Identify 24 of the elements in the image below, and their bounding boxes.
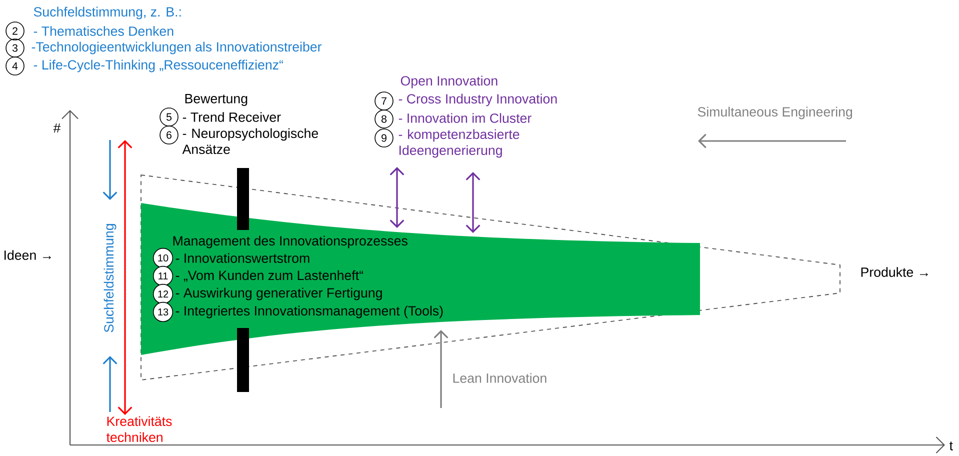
list-item: - kompetenzbasierte Ideengenerierung xyxy=(398,129,520,158)
list-item: -Technologieentwicklungen als Innovationstreiber xyxy=(32,42,322,54)
arrow-label: Simultaneous Engineering xyxy=(698,106,852,120)
input-label: Ideen → xyxy=(4,250,51,260)
heading-text: Bewertung xyxy=(185,94,248,106)
arrow-label: Suchfeldstimmung xyxy=(104,224,116,332)
list-item: - „Vom Kunden zum Lastenheft“ xyxy=(176,270,364,282)
axis-label: # xyxy=(53,123,61,133)
list-item: - Trend Receiver xyxy=(182,112,281,122)
list-item: - Auswirkung generativer Fertigung xyxy=(176,288,382,300)
list-item: - Neuropsychologische Ansätze xyxy=(182,128,318,154)
list-item: - Thematisches Denken xyxy=(34,26,174,36)
heading-text: Suchfeldstimmung, z. B.: xyxy=(34,6,181,20)
list-item: - Integriertes Innovationsmanagement (Tools) xyxy=(176,306,443,318)
list-item: - Innovation im Cluster xyxy=(398,113,532,123)
output-label: Produkte → xyxy=(861,267,928,277)
list-item: - Cross Industry Innovation xyxy=(398,94,557,106)
axis-label: t xyxy=(949,442,953,450)
list-item: - Life-Cycle-Thinking „Ressouceneffizienz“ xyxy=(34,60,283,72)
list-item: - Innovationswertstrom xyxy=(176,253,310,263)
heading-text: Management des Innovationsprozesses xyxy=(173,236,408,248)
heading-text: Open Innovation xyxy=(400,76,498,88)
arrow-label: Lean Innovation xyxy=(453,373,546,383)
arrow-label: Kreativitäts techniken xyxy=(106,416,172,442)
